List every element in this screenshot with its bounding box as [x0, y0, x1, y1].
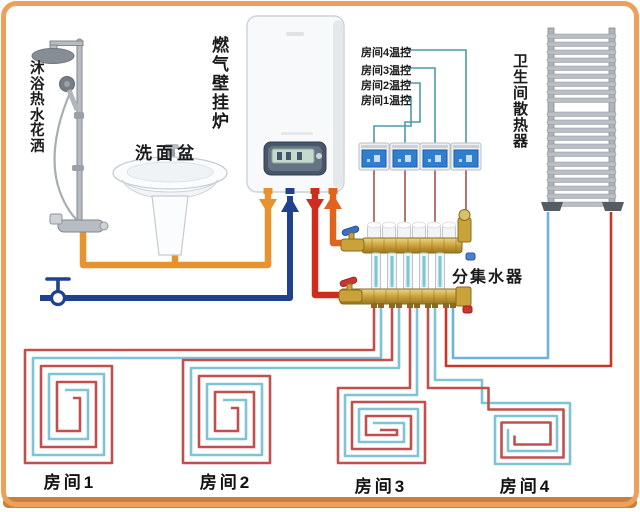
boiler-logo	[286, 32, 304, 36]
upper-drain-cap	[465, 252, 476, 261]
room4-coil-return	[426, 303, 565, 459]
manifold-assembly	[338, 209, 476, 314]
radiator-supply-pipe	[444, 212, 613, 368]
thermostat-room3	[419, 142, 451, 171]
room3-coil-supply	[336, 303, 427, 465]
thermostat-room4	[450, 142, 482, 171]
room4-coil-supply	[433, 303, 572, 466]
radiator-foot-left	[541, 202, 563, 211]
thermostat-room1	[358, 142, 390, 171]
rain-shower-head	[31, 48, 75, 64]
arrow-dhw-down	[259, 199, 277, 214]
manifold-upper-ridges	[371, 239, 457, 252]
thermostat-label-lines	[373, 49, 467, 143]
basin-pedestal	[151, 195, 189, 256]
manifold-outlet-fittings	[371, 303, 456, 308]
floor-heating-coils	[23, 303, 572, 466]
wash-basin	[112, 144, 228, 256]
radiator-return-pipe	[451, 212, 550, 360]
shower-label: 沐浴热水花洒	[30, 61, 45, 155]
arrow-cold-up	[281, 196, 299, 212]
radiator-bars	[546, 33, 617, 207]
thermostat-label-room3: 房间3温控	[361, 65, 412, 77]
gas-wall-boiler	[246, 15, 345, 194]
room1-coil-supply	[23, 303, 376, 465]
room1-label: 房间1	[43, 473, 97, 492]
lower-valve-body	[338, 289, 363, 303]
shower-pole	[76, 41, 83, 231]
boiler-lcd-display	[271, 148, 315, 164]
room-thermostats	[358, 142, 482, 171]
radiator-foot-right	[602, 202, 624, 211]
lower-drain-cap	[462, 305, 473, 314]
thermostat-room2	[389, 142, 421, 171]
manifold-label: 分集水器	[452, 269, 525, 286]
shower-mixer-valve	[57, 219, 105, 233]
room2-label: 房间2	[199, 473, 253, 492]
room3-label: 房间3	[354, 477, 408, 496]
thermostat-label-room4: 房间4温控	[361, 47, 412, 59]
manifold-upper-bar	[361, 237, 463, 254]
shower-fixture	[31, 38, 109, 233]
bathroom-towel-radiator	[541, 27, 624, 211]
boiler-label: 燃气壁挂炉	[212, 36, 229, 131]
piping-layer	[23, 49, 613, 466]
thermostat-wires	[373, 170, 467, 226]
radiator-label: 卫生间散热器	[513, 53, 529, 150]
room1-coil-return	[31, 303, 383, 457]
thermostat-label-room1: 房间1温控	[361, 95, 412, 107]
upper-valve-body	[340, 238, 365, 252]
lower-end-cap	[455, 286, 472, 307]
room3-coil-return	[343, 303, 420, 458]
shower-arm	[49, 40, 84, 46]
arrow-supply-down	[306, 199, 324, 214]
room2-coil-return	[189, 303, 401, 457]
heating-supply-pipe	[311, 193, 346, 299]
cold-water-pipe	[40, 196, 293, 301]
water-tap-valve	[45, 277, 71, 307]
air-vent	[457, 217, 472, 243]
basin-label: 洗面盆	[135, 144, 198, 163]
thermostat-label-room2: 房间2温控	[361, 80, 412, 92]
room2-coil-supply	[181, 303, 394, 465]
manifold-actuator-caps	[367, 221, 456, 240]
manifold-flow-meters	[371, 252, 445, 291]
shower-hose	[53, 92, 82, 225]
arrow-return-up	[324, 194, 342, 209]
room4-label: 房间4	[499, 477, 553, 496]
